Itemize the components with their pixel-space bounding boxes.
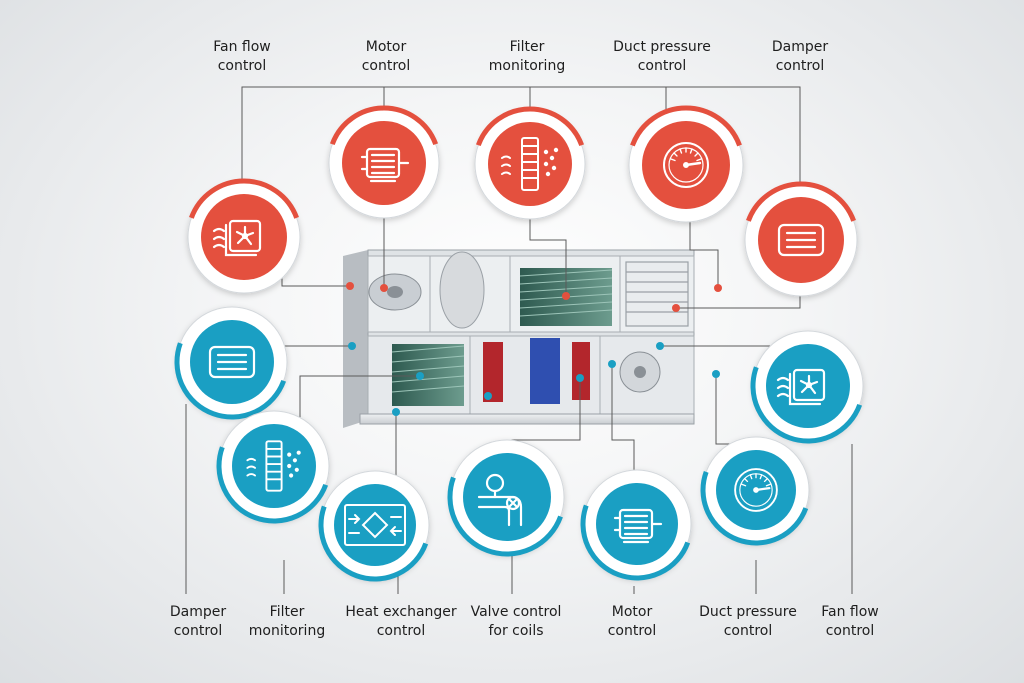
cooling-coil (530, 338, 560, 404)
top-badge-filter-2 (474, 106, 586, 220)
air-handling-unit (343, 249, 695, 428)
badge-accent-arc (580, 504, 691, 581)
bottom-label-valve-control-for-coils: Valve control for coils (470, 604, 562, 639)
badge-disc (596, 483, 678, 565)
badge-accent-arc (216, 446, 329, 524)
badge-accent-arc (329, 105, 439, 146)
badge-accent-arc (475, 106, 585, 147)
unit-base (359, 413, 695, 425)
top-label-fan-flow-control: Fan flow control (213, 39, 271, 74)
badge-accent-arc (318, 505, 429, 582)
top-badge-damper-4 (744, 181, 858, 297)
bottom-badge-damper-0 (174, 306, 288, 420)
bottom-label-duct-pressure-control: Duct pressure control (699, 604, 797, 639)
connector-dots (346, 282, 722, 416)
bottom-label-heat-exchanger-control: Heat exchanger control (345, 604, 457, 639)
badge-disc (342, 121, 426, 205)
top-label-damper-control: Damper control (771, 39, 829, 74)
bottom-badge-gauge-5 (700, 436, 810, 546)
bottom-label-fan-flow-control: Fan flow control (821, 604, 879, 639)
bottom-label-damper-control: Damper control (169, 604, 227, 639)
top-label-filter-monitoring: Filter monitoring (488, 39, 566, 74)
fan-disc (439, 251, 485, 329)
bottom-badge-fan-6 (750, 330, 864, 444)
top-label-duct-pressure-control: Duct pressure control (613, 39, 711, 74)
badge-accent-arc (630, 105, 742, 147)
badge-accent-arc (750, 366, 863, 444)
top-badge-gauge-3 (628, 105, 744, 223)
reheat-coil (572, 342, 590, 400)
badge-accent-arc (174, 342, 287, 420)
lower-filter-stack (391, 344, 465, 406)
badge-disc (232, 424, 316, 508)
bottom-badge-motor-4 (580, 469, 692, 581)
heating-coil (483, 342, 503, 402)
badge-accent-arc (746, 181, 856, 222)
badge-accent-arc (700, 471, 809, 546)
badge-accent-arc (189, 178, 299, 219)
top-badge-motor-1 (328, 105, 440, 219)
bottom-badge-valve-3 (447, 439, 565, 557)
bottom-label-filter-monitoring: Filter monitoring (248, 604, 326, 639)
badge-accent-arc (447, 476, 563, 557)
badge-disc (334, 484, 416, 566)
icon-badges (174, 105, 864, 582)
top-label-motor-control: Motor control (361, 39, 411, 74)
upper-damper-louvres (625, 261, 689, 327)
top-badge-fan-0 (187, 178, 301, 294)
unit-left-face (343, 250, 368, 428)
badge-disc (488, 122, 572, 206)
bottom-badge-heat-exchanger-2 (318, 470, 430, 582)
bottom-label-motor-control: Motor control (607, 604, 657, 639)
bottom-badge-filter-1 (216, 410, 330, 524)
